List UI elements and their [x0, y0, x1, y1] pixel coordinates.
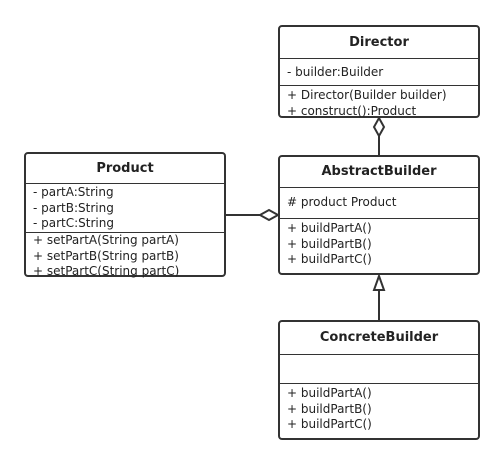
method: + buildPartB() — [287, 236, 372, 251]
class-attributes: - builder:Builder — [280, 59, 478, 86]
attribute: - partB:String — [33, 200, 114, 215]
class-methods: + buildPartA() + buildPartB() + buildPar… — [280, 384, 478, 433]
class-methods: + Director(Builder builder) + construct(… — [280, 86, 478, 119]
class-product: Product - partA:String - partB:String - … — [24, 152, 226, 280]
class-abstract-builder: AbstractBuilder # product Product + buil… — [278, 155, 480, 275]
method: + construct():Product — [287, 103, 417, 118]
method: + setPartC(String partC) — [33, 264, 180, 278]
method: + buildPartA() — [287, 386, 372, 400]
attribute: - partA:String — [33, 185, 114, 199]
class-methods: + setPartA(String partA) + setPartB(Stri… — [26, 233, 224, 280]
class-name: Director — [280, 27, 478, 59]
class-attributes: # product Product — [280, 188, 478, 219]
generalization-arrow-icon — [372, 273, 386, 291]
method: + setPartA(String partA) — [33, 233, 179, 247]
method: + buildPartA() — [287, 221, 372, 235]
class-attributes — [280, 355, 478, 384]
class-name: Product — [26, 154, 224, 184]
method: + buildPartC() — [287, 417, 372, 431]
class-director: Director - builder:Builder + Director(Bu… — [278, 25, 480, 118]
attribute: # product Product — [287, 195, 397, 209]
class-methods: + buildPartA() + buildPartB() + buildPar… — [280, 219, 478, 268]
class-concrete-builder: ConcreteBuilder + buildPartA() + buildPa… — [278, 320, 480, 440]
method: + setPartB(String partB) — [33, 248, 179, 263]
attribute: - partC:String — [33, 216, 114, 230]
class-name: AbstractBuilder — [280, 157, 478, 188]
method: + buildPartC() — [287, 252, 372, 266]
class-attributes: - partA:String - partB:String - partC:St… — [26, 184, 224, 233]
aggregation-diamond-icon — [257, 208, 281, 222]
aggregation-diamond-icon — [372, 115, 386, 139]
method: + Director(Builder builder) — [287, 88, 447, 102]
class-name: ConcreteBuilder — [280, 322, 478, 355]
method: + buildPartB() — [287, 401, 372, 416]
attribute: - builder:Builder — [287, 65, 384, 79]
